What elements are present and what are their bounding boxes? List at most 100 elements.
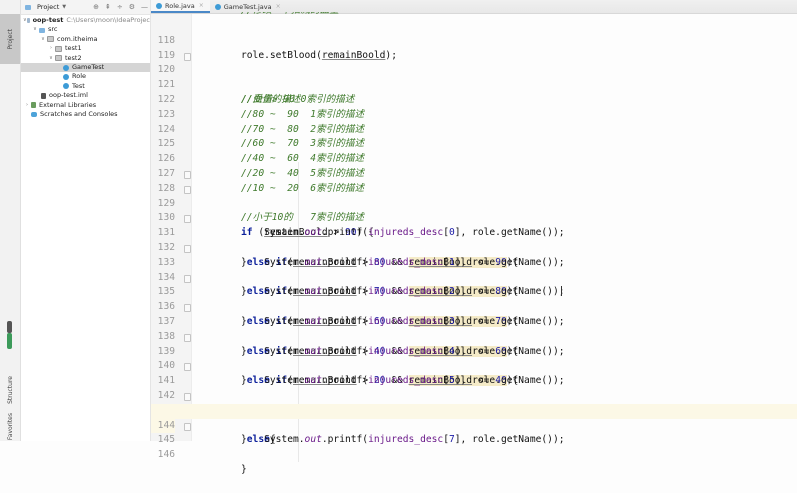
tree-item-src[interactable]: ∨ src — [21, 25, 150, 34]
line-number: 142 — [157, 389, 175, 401]
line-number: 121 — [157, 79, 175, 91]
project-tool-label: Project — [6, 28, 14, 50]
line-number: 133 — [157, 256, 175, 268]
tree-item-label: src — [48, 25, 58, 34]
chevron-down-icon[interactable]: ∨ — [49, 54, 53, 61]
favorites-tool-tab[interactable]: Favorites — [0, 412, 20, 441]
line-number: 119 — [157, 49, 175, 61]
tab-gametest-java[interactable]: GameTest.java × — [210, 0, 287, 13]
mouse-text-cursor — [561, 286, 562, 296]
project-panel-header: Project ▼ ⊕ ⇞ ÷ ⚙ — — [21, 0, 150, 15]
chevron-right-icon[interactable]: › — [50, 45, 52, 52]
fold-icon[interactable] — [184, 363, 191, 372]
tree-item-com-itheima[interactable]: ∨ com.itheima — [21, 35, 150, 44]
line-number: 129 — [157, 197, 175, 209]
line-number: 128 — [157, 182, 175, 194]
line-number: 131 — [157, 227, 175, 239]
line-number: 120 — [157, 64, 175, 76]
tab-label: GameTest.java — [223, 2, 272, 11]
code-lines[interactable]: //修改一下扣减的血量 118 role.setBlood(remainBool… — [151, 12, 797, 475]
code-line: 128 //小于10的 7索引的描述 — [151, 167, 797, 223]
project-panel: Project ▼ ⊕ ⇞ ÷ ⚙ — ∨ oop-test C:\Users\… — [21, 0, 151, 441]
fold-icon[interactable] — [184, 52, 191, 61]
package-icon — [47, 36, 54, 43]
comment: //血量> 90 0索引的描述 — [241, 93, 355, 105]
comment: //小于10的 7索引的描述 — [241, 212, 364, 224]
target-icon[interactable]: ⊕ — [93, 3, 99, 11]
fold-icon[interactable] — [184, 185, 191, 194]
line-number: 136 — [157, 301, 175, 313]
fold-icon[interactable] — [184, 244, 191, 253]
tree-item-label: com.itheima — [57, 34, 98, 43]
comment: //80 ~ 90 1索引的描述 — [241, 108, 365, 120]
tree-item-label: test1 — [65, 44, 82, 53]
tree-item-iml[interactable]: oop-test.iml — [21, 91, 150, 100]
fold-icon[interactable] — [184, 274, 191, 283]
line-number: 135 — [157, 286, 175, 298]
fold-icon[interactable] — [184, 392, 191, 401]
tree-item-test2[interactable]: ∨ test2 — [21, 54, 150, 63]
chevron-down-icon[interactable]: ∨ — [41, 35, 45, 42]
code-line: 125 //40 ~ 60 4索引的描述 — [151, 123, 797, 164]
code-line: 136 System.out.printf(injureds_desc[3], … — [151, 285, 797, 327]
code-line: 127 //10 ~ 20 6索引的描述 — [151, 152, 797, 194]
line-number: 124 — [157, 123, 175, 135]
tree-item-label: Scratches and Consoles — [40, 109, 118, 118]
line-number: 122 — [157, 93, 175, 105]
fold-icon[interactable] — [184, 304, 191, 313]
code-line: 135 }else if(remainBoold > 60 && remainB… — [151, 271, 797, 327]
fold-icon[interactable] — [184, 215, 191, 224]
fold-icon[interactable] — [184, 333, 191, 342]
tree-item-oop-test[interactable]: ∨ oop-test C:\Users\moon\IdeaProjec — [21, 16, 150, 25]
project-view-dropdown[interactable]: Project — [37, 3, 60, 11]
code-line: 126 //20 ~ 40 5索引的描述 — [151, 137, 797, 179]
iml-file-icon — [41, 92, 46, 99]
collapse-all-icon[interactable]: ⇞ — [104, 3, 111, 11]
tree-item-label: oop-test.iml — [49, 91, 88, 100]
chevron-down-icon[interactable]: ▼ — [62, 4, 67, 10]
scrollbar-marker-green — [7, 333, 12, 349]
expand-icon[interactable]: ÷ — [116, 3, 123, 11]
chevron-right-icon[interactable]: › — [26, 101, 28, 108]
fold-icon[interactable] — [184, 422, 191, 431]
chevron-down-icon[interactable]: ∨ — [33, 26, 37, 33]
minimize-icon[interactable]: — — [141, 3, 148, 11]
structure-tool-tab[interactable]: Structure — [0, 366, 20, 414]
tree-item-label: test2 — [65, 53, 82, 62]
package-icon — [55, 45, 62, 52]
code-line-current: 144 System.out.printf(injureds_desc[7], … — [151, 403, 797, 445]
tree-item-scratches[interactable]: Scratches and Consoles — [21, 110, 150, 119]
close-icon[interactable]: × — [275, 3, 281, 10]
chevron-down-icon[interactable]: ∨ — [23, 17, 27, 23]
line-number: 145 — [157, 434, 175, 446]
code-line: 145 } — [151, 419, 797, 475]
project-tool-tab[interactable]: Project — [0, 14, 20, 64]
tree-item-label: Test — [72, 81, 85, 90]
tree-item-external-libraries[interactable]: › External Libraries — [21, 101, 150, 110]
gear-icon[interactable]: ⚙ — [128, 3, 135, 11]
project-tree: ∨ oop-test C:\Users\moon\IdeaProjec ∨ sr… — [21, 15, 150, 119]
comment: //40 ~ 60 4索引的描述 — [241, 153, 365, 165]
code-line: 133 }else if(remainBoold > 70 && remainB… — [151, 241, 797, 298]
tab-role-java[interactable]: Role.java × — [151, 0, 210, 13]
code-line: 141 }else if(remainBoold > 10 && remainB… — [151, 359, 797, 416]
code-line: 123 //70 ~ 80 2索引的描述 — [151, 93, 797, 135]
project-view-icon — [25, 4, 31, 10]
code-line: 121 //血量> 90 0索引的描述 — [151, 63, 797, 105]
code-line: 124 //60 ~ 70 3索引的描述 — [151, 108, 797, 150]
fold-icon[interactable] — [184, 170, 191, 179]
tree-item-gametest[interactable]: GameTest — [21, 62, 150, 73]
module-folder-icon — [26, 18, 30, 24]
line-number: 138 — [157, 330, 175, 342]
tree-item-role[interactable]: Role — [21, 72, 150, 81]
line-number: 140 — [157, 360, 175, 372]
code-line: 118 role.setBlood(remainBoold); — [151, 19, 797, 61]
comment: //10 ~ 20 6索引的描述 — [241, 182, 365, 194]
close-icon[interactable]: × — [198, 2, 204, 9]
tree-item-test1[interactable]: › test1 — [21, 44, 150, 53]
tree-item-test[interactable]: Test — [21, 82, 150, 91]
comment: //60 ~ 70 3索引的描述 — [241, 138, 365, 150]
java-class-icon — [63, 83, 69, 90]
line-number: 134 — [157, 271, 175, 283]
code-editor[interactable] — [192, 14, 797, 441]
